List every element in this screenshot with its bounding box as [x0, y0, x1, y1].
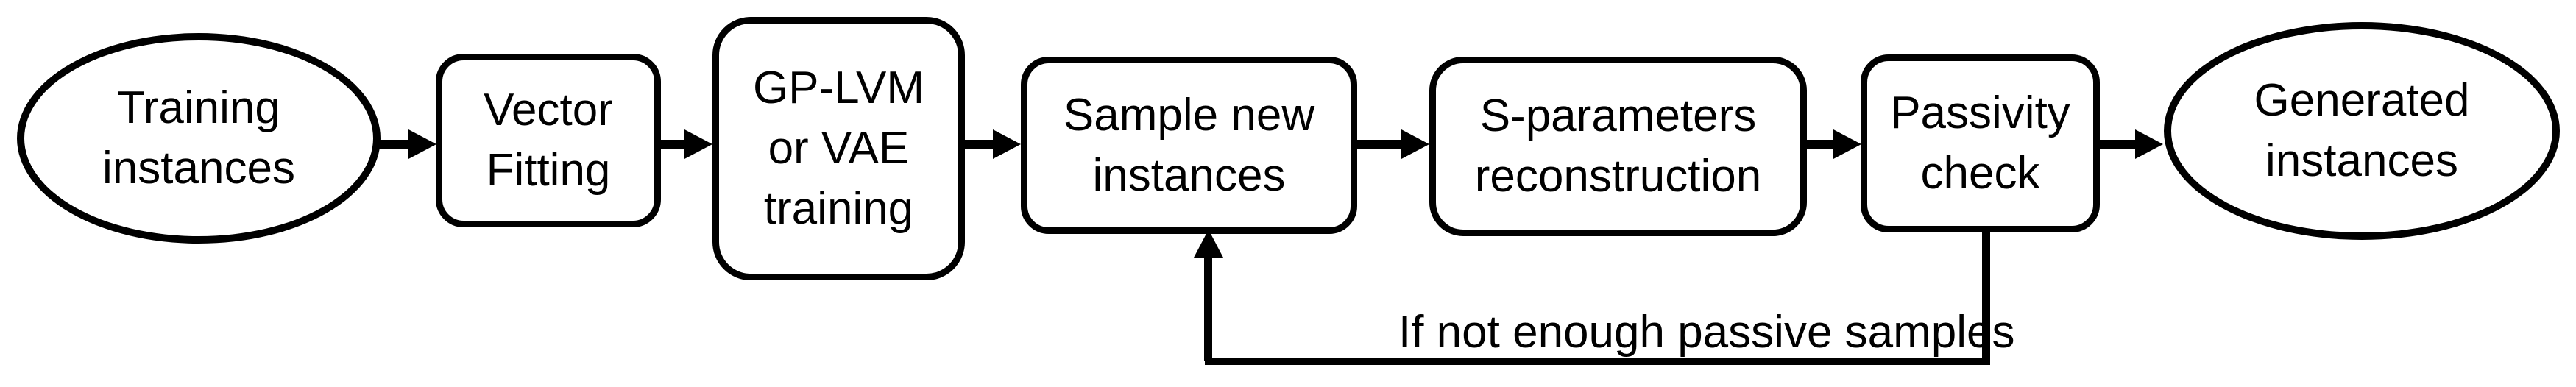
arrow-right-icon: [1833, 129, 1861, 159]
connector-vector-to-gplvm-line: [659, 140, 686, 149]
node-passivity-check: Passivity check: [1861, 54, 2100, 232]
connector-sample-to-sparams-line: [1356, 140, 1403, 149]
connector-training-to-vector-line: [377, 140, 411, 149]
node-label: GP-LVM or VAE training: [752, 63, 925, 234]
connector-sparams-to-passivity-line: [1805, 140, 1835, 149]
arrow-right-icon: [993, 129, 1021, 159]
arrow-right-icon: [2135, 129, 2163, 159]
arrow-right-icon: [1401, 129, 1429, 159]
node-sample-new-instances: Sample new instances: [1021, 57, 1357, 234]
node-training-instances: Training instances: [17, 33, 381, 244]
node-label: Generated instances: [2254, 75, 2470, 186]
arrow-up-icon: [1194, 230, 1223, 258]
node-label: Sample new instances: [1063, 89, 1315, 201]
arrow-right-icon: [684, 129, 712, 159]
feedback-connector-horizontal: [1205, 358, 1990, 365]
node-generated-instances: Generated instances: [2164, 22, 2560, 240]
connector-passivity-to-generated-line: [2098, 140, 2137, 149]
connector-gplvm-to-sample-line: [963, 140, 994, 149]
node-label: Training instances: [102, 82, 295, 194]
node-label: Vector Fitting: [484, 85, 613, 196]
node-s-parameters-reconstruction: S-parameters reconstruction: [1429, 57, 1807, 236]
node-label: Passivity check: [1890, 88, 2070, 199]
node-vector-fitting: Vector Fitting: [436, 54, 661, 227]
feedback-edge-label: If not enough passive samples: [1398, 307, 2015, 358]
node-label: S-parameters reconstruction: [1474, 90, 1762, 202]
arrow-right-icon: [408, 129, 436, 159]
node-gplvm-vae-training: GP-LVM or VAE training: [712, 17, 965, 280]
feedback-connector-vertical-left: [1204, 256, 1212, 361]
feedback-connector-vertical-right: [1982, 228, 1990, 365]
